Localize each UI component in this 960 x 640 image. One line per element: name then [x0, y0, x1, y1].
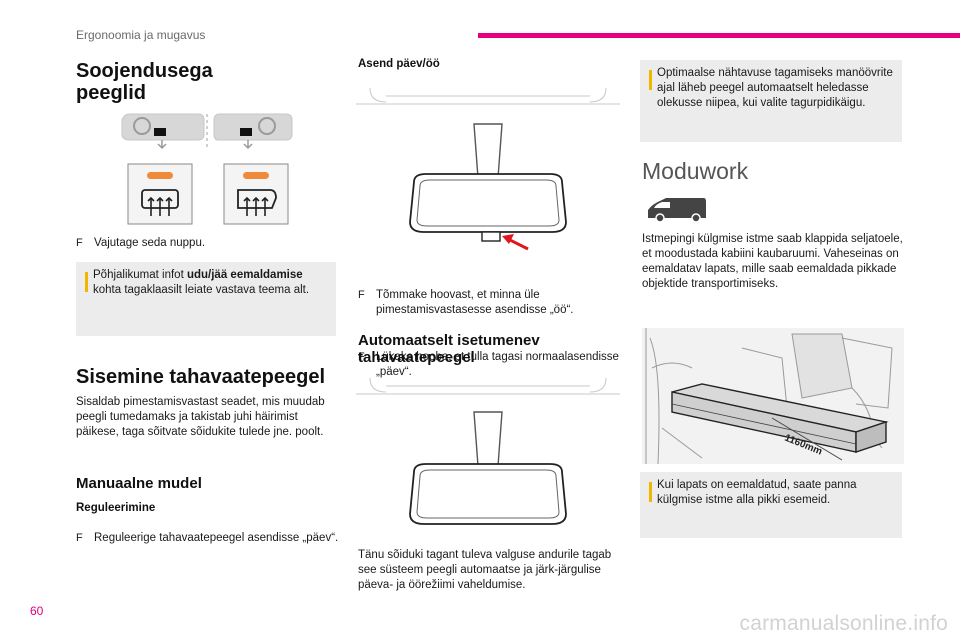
section-header: Ergonoomia ja mugavus: [76, 28, 206, 42]
cargo-note: Kui lapats on eemaldatud, saate panna kü…: [640, 472, 902, 538]
manual-mirror-illustration: [356, 87, 620, 251]
left-mirror-icon: [121, 113, 205, 150]
defrost-info-note: Põhjalikumat infot udu/jää eemaldamise k…: [76, 262, 336, 336]
moduwork-description: Istmepingi külgmise istme saab klappida …: [642, 233, 903, 290]
mirror-body: [409, 173, 567, 233]
interior-mirror-description: Sisaldab pimestamisvastast seadet, mis m…: [76, 396, 325, 438]
day-night-heading: Asend päev/öö: [358, 58, 440, 70]
mirror-defrost-button-icon: [223, 163, 289, 225]
moduwork-title: Moduwork: [642, 158, 749, 184]
reverse-gear-note: Optimaalse nähtavuse tagamiseks manöövri…: [640, 60, 902, 142]
auto-dimming-description: Tänu sõiduki tagant tuleva valguse andur…: [358, 549, 612, 591]
van-icon: [648, 198, 706, 223]
moduwork-cargo-illustration: 1160mm: [642, 328, 904, 464]
note-marker: [649, 482, 652, 502]
page-number: 60: [30, 604, 44, 618]
mirror-heating-illustration: [121, 113, 293, 225]
right-mirror-icon: [213, 113, 293, 150]
mirror-stem: [473, 123, 503, 179]
header-accent-bar: [478, 33, 960, 38]
watermark: carmanualsonline.info: [739, 612, 948, 635]
interior-mirror-title: Sisemine tahavaatepeegel: [76, 366, 326, 388]
note-marker: [85, 272, 88, 292]
pointer-arrow-icon: [502, 234, 514, 244]
adjustment-heading: Reguleerimine: [76, 502, 156, 514]
auto-mirror-illustration: [356, 377, 620, 525]
mirror-lever: [481, 231, 501, 242]
note-marker: [649, 70, 652, 90]
manual-model-title: Manuaalne mudel: [76, 475, 202, 492]
rear-defrost-button-icon: [127, 163, 193, 225]
